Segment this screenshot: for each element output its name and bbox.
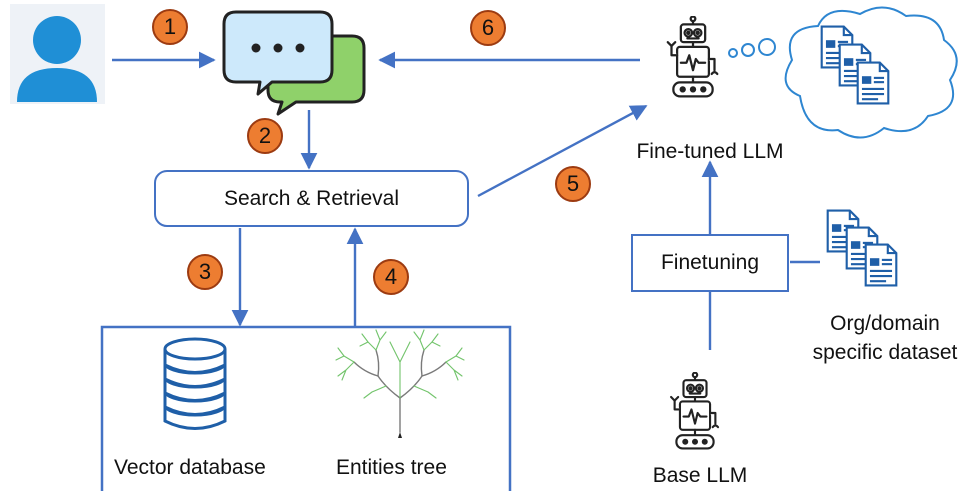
thought-bubbles-icon — [728, 38, 776, 58]
dataset-label-line1: Org/domain — [830, 312, 940, 335]
finetuning-label: Finetuning — [660, 251, 760, 274]
connectors — [112, 51, 820, 350]
vector-database-label: Vector database — [114, 456, 266, 479]
robot-icon — [666, 16, 719, 98]
step-badge-2: 2 — [247, 118, 283, 154]
dataset-label-line2: specific dataset — [812, 341, 958, 364]
finetuned-llm-label: Fine-tuned LLM — [636, 140, 784, 163]
chat-bubbles-icon — [222, 10, 366, 116]
search-retrieval-box — [154, 170, 469, 227]
tree-icon — [335, 329, 465, 438]
base-llm-label: Base LLM — [652, 464, 748, 487]
database-icon — [163, 337, 227, 430]
step-badge-1: 1 — [152, 9, 188, 45]
step-badge-5: 5 — [555, 166, 591, 202]
search-retrieval-label: Search & Retrieval — [223, 187, 400, 210]
data-store-box — [100, 325, 512, 491]
arrow-search-to-llm — [477, 104, 648, 198]
step-badge-3: 3 — [187, 254, 223, 290]
step-badge-4: 4 — [373, 259, 409, 295]
base-robot-icon — [670, 372, 720, 450]
entities-tree-label: Entities tree — [336, 456, 447, 479]
finetuning-box — [631, 234, 789, 292]
step-badge-6: 6 — [470, 10, 506, 46]
user-avatar-icon — [10, 4, 105, 104]
dataset-documents-icon — [826, 209, 898, 287]
